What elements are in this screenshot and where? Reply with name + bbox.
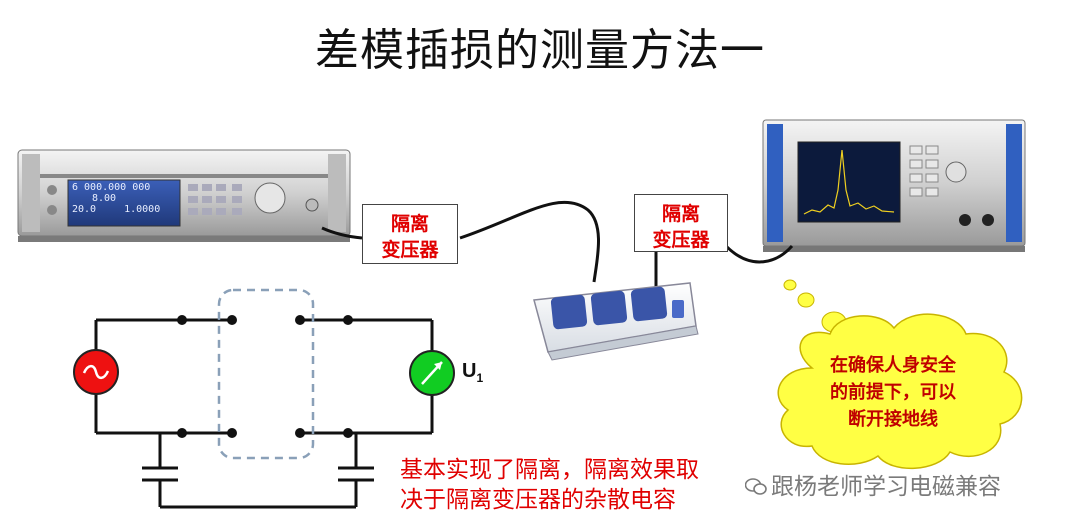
circuit-nodes [177, 315, 353, 438]
ac-source-icon [73, 349, 119, 395]
watermark-text: 跟杨老师学习电磁兼容 [771, 474, 1001, 500]
circuit [94, 318, 434, 509]
cloud-text: 在确保人身安全 的前提下，可以 断开接地线 [808, 352, 978, 433]
iso-left-line1: 隔离 [390, 213, 429, 235]
socket-3-icon [630, 286, 668, 322]
slide-title: 差模插损的测量方法一 [315, 25, 765, 76]
voltmeter-subscript: 1 [476, 371, 484, 385]
iso-right-line2: 变压器 [652, 229, 710, 251]
wechat-icon [744, 476, 767, 495]
generator-level: 8.00 [92, 193, 117, 204]
socket-2-icon [590, 290, 628, 326]
iso-right-line1: 隔离 [661, 203, 700, 225]
signal-generator [17, 149, 351, 242]
watermark: 跟杨老师学习电磁兼容 [744, 467, 1001, 501]
analyzer-knob [945, 161, 967, 183]
isolation-transformer-right: 隔离 变压器 [634, 194, 728, 252]
generator-display [67, 179, 181, 227]
voltmeter-icon [409, 350, 455, 396]
isolation-note-line1: 基本实现了隔离，隔离效果取 [400, 457, 699, 483]
isolation-transformer-left: 隔离 变压器 [362, 204, 458, 264]
generator-frequency: 6 000.000 000 [72, 182, 151, 193]
cable-generator [321, 226, 363, 240]
cloud-line3: 断开接地线 [848, 409, 938, 430]
generator-knob [254, 182, 286, 214]
rf-output-connector [305, 198, 319, 212]
spectrum-analyzer [762, 119, 1026, 252]
generator-value-b: 1.0000 [124, 204, 161, 215]
isolation-note: 基本实现了隔离，隔离效果取 决于隔离变压器的杂散电容 [400, 455, 699, 515]
dut-dashed-box [217, 288, 315, 460]
cloud-line2: 的前提下，可以 [830, 382, 956, 403]
isolation-note-line2: 决于隔离变压器的杂散电容 [400, 487, 676, 513]
cloud-line1: 在确保人身安全 [830, 355, 956, 376]
capacitor-left [142, 466, 178, 482]
generator-display-text: 6 000.000 000 8.00 20.0 1.0000 [72, 182, 160, 215]
voltmeter-label: U1 [462, 360, 484, 385]
cable-analyzer [724, 244, 794, 264]
capacitor-right [338, 466, 374, 482]
iso-left-line2: 变压器 [381, 239, 439, 261]
generator-value-a: 20.0 [72, 204, 97, 215]
cloud-shape [777, 313, 1023, 469]
power-switch-icon [672, 300, 684, 318]
power-strip [533, 282, 699, 361]
analyzer-screen [797, 141, 901, 223]
socket-1-icon [550, 294, 588, 330]
cable-generator-to-strip [459, 200, 600, 283]
